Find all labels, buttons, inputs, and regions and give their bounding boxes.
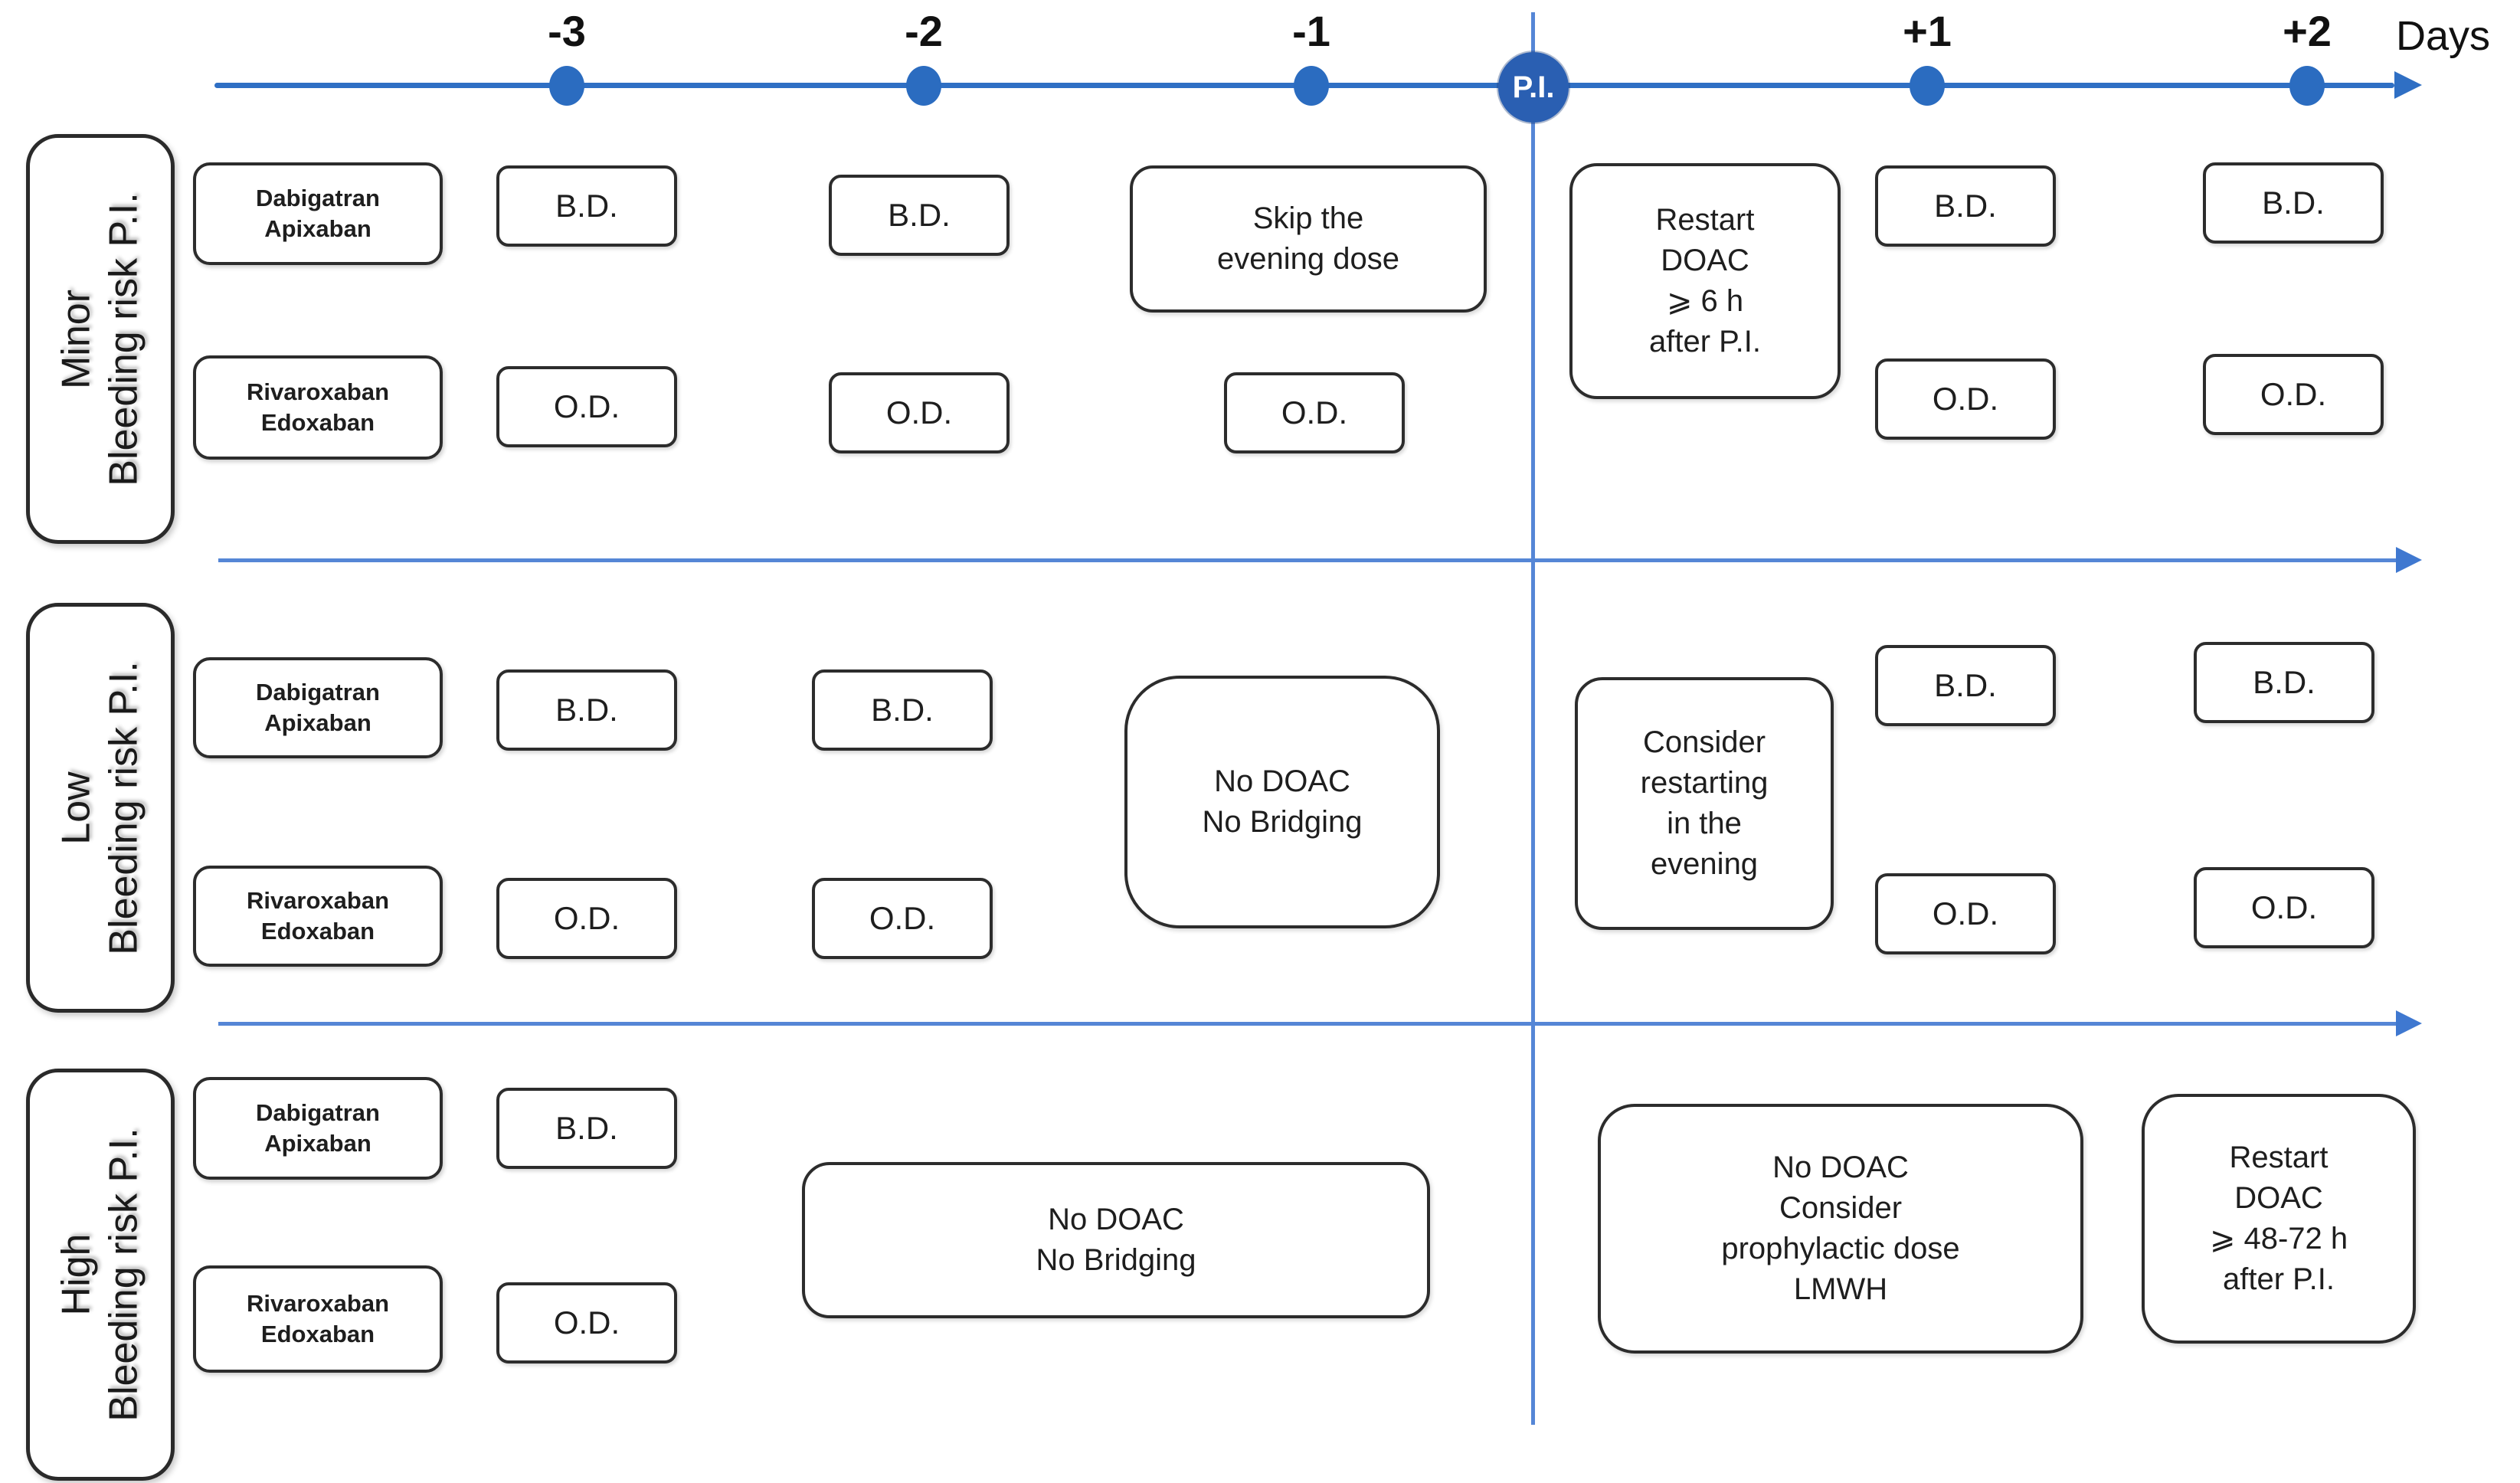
note-minor-restart-doac-6h: Restart DOAC ⩾ 6 h after P.I. xyxy=(1569,163,1841,399)
row-separator-minor-low xyxy=(218,558,2396,562)
row-separator-low-high-arrowhead-icon xyxy=(2396,1010,2422,1036)
row-separator-minor-low-arrowhead-icon xyxy=(2396,547,2422,573)
risk-label-minor: Minor Bleeding risk P.I. xyxy=(26,134,175,544)
dose-box-high-bd-minus-3: B.D. xyxy=(496,1088,677,1169)
note-low-no-doac-no-bridging: No DOAC No Bridging xyxy=(1124,676,1440,928)
row-separator-low-high xyxy=(218,1022,2396,1026)
dose-box-low-od-minus-2: O.D. xyxy=(812,878,993,959)
pi-marker-label: P.I. xyxy=(1512,70,1555,104)
dose-box-low-od-plus-2: O.D. xyxy=(2194,867,2374,948)
risk-label-low-text: Low Bleeding risk P.I. xyxy=(54,660,146,955)
dose-box-minor-bd-plus-1: B.D. xyxy=(1875,165,2056,247)
timeline-arrowhead-icon xyxy=(2394,71,2422,99)
dose-box-minor-od-plus-1: O.D. xyxy=(1875,358,2056,440)
dose-box-low-od-plus-1: O.D. xyxy=(1875,873,2056,954)
dose-box-low-bd-minus-2: B.D. xyxy=(812,669,993,751)
tick-label-plus-1: +1 xyxy=(1903,7,1952,55)
drug-group-low-dabigatran-apixaban: Dabigatran Apixaban xyxy=(193,657,443,758)
risk-label-high: High Bleeding risk P.I. xyxy=(26,1069,175,1481)
timeline-dot-minus-2 xyxy=(906,66,941,106)
timeline-dot-plus-1 xyxy=(1910,66,1945,106)
drug-group-low-rivaroxaban-edoxaban: Rivaroxaban Edoxaban xyxy=(193,866,443,967)
dose-box-minor-od-plus-2: O.D. xyxy=(2203,354,2384,435)
dose-box-minor-bd-minus-3: B.D. xyxy=(496,165,677,247)
risk-label-low: Low Bleeding risk P.I. xyxy=(26,603,175,1013)
tick-label-minus-2: -2 xyxy=(905,7,943,55)
risk-label-high-text: High Bleeding risk P.I. xyxy=(54,1128,146,1422)
risk-label-minor-text: Minor Bleeding risk P.I. xyxy=(54,192,146,486)
drug-group-minor-dabigatran-apixaban: Dabigatran Apixaban xyxy=(193,162,443,265)
timeline-dot-minus-1 xyxy=(1294,66,1329,106)
note-high-no-doac-prophylactic-lmwh: No DOAC Consider prophylactic dose LMWH xyxy=(1598,1104,2083,1354)
note-low-consider-restarting-evening: Consider restarting in the evening xyxy=(1575,677,1834,930)
tick-label-minus-3: -3 xyxy=(548,7,586,55)
note-high-restart-doac-48-72h: Restart DOAC ⩾ 48-72 h after P.I. xyxy=(2142,1094,2416,1344)
pi-marker: P.I. xyxy=(1498,52,1569,123)
pi-vertical-line xyxy=(1531,12,1535,1425)
dose-box-minor-od-minus-3: O.D. xyxy=(496,366,677,447)
dose-box-minor-bd-plus-2: B.D. xyxy=(2203,162,2384,244)
dose-box-low-bd-plus-2: B.D. xyxy=(2194,642,2374,723)
tick-label-plus-2: +2 xyxy=(2283,7,2332,55)
note-minor-skip-evening-dose: Skip the evening dose xyxy=(1130,165,1487,313)
dose-box-minor-od-minus-2: O.D. xyxy=(829,372,1010,453)
timeline-dot-plus-2 xyxy=(2289,66,2325,106)
drug-group-high-dabigatran-apixaban: Dabigatran Apixaban xyxy=(193,1077,443,1180)
tick-label-minus-1: -1 xyxy=(1292,7,1330,55)
dose-box-low-bd-plus-1: B.D. xyxy=(1875,645,2056,726)
dose-box-minor-od-minus-1: O.D. xyxy=(1224,372,1405,453)
drug-group-minor-rivaroxaban-edoxaban: Rivaroxaban Edoxaban xyxy=(193,355,443,460)
dose-box-minor-bd-minus-2: B.D. xyxy=(829,175,1010,256)
days-axis-label: Days xyxy=(2396,13,2491,59)
drug-group-high-rivaroxaban-edoxaban: Rivaroxaban Edoxaban xyxy=(193,1265,443,1373)
dose-box-high-od-minus-3: O.D. xyxy=(496,1282,677,1364)
dose-box-low-od-minus-3: O.D. xyxy=(496,878,677,959)
timeline-dot-minus-3 xyxy=(549,66,584,106)
note-high-no-doac-no-bridging: No DOAC No Bridging xyxy=(802,1162,1430,1318)
dose-box-low-bd-minus-3: B.D. xyxy=(496,669,677,751)
